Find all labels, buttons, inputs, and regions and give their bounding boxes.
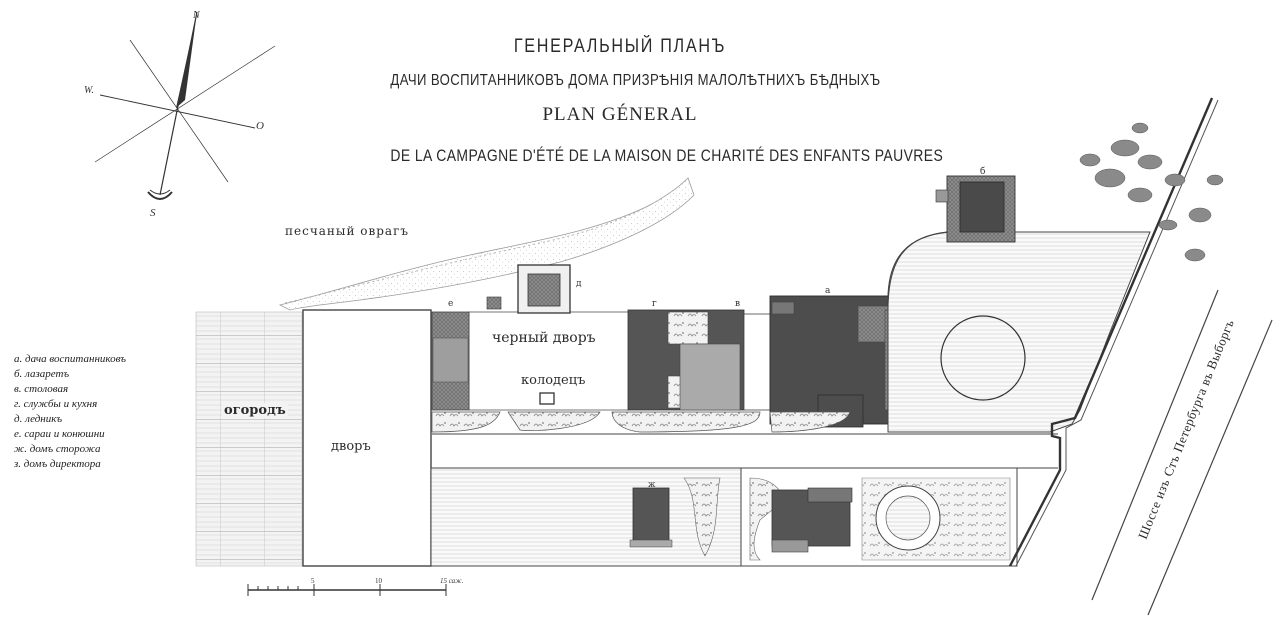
well-icon bbox=[539, 392, 555, 405]
building-label-zh: ж bbox=[648, 480, 656, 489]
title-line-2: ДАЧИ ВОСПИТАННИКОВЪ ДОМА ПРИЗРѢНІЯ МАЛОЛ… bbox=[390, 72, 881, 89]
legend-item: з. домъ директора bbox=[14, 458, 101, 470]
building-label-a: а bbox=[825, 286, 831, 296]
highway-edge-left bbox=[1091, 289, 1219, 601]
highway-label: Шоссе изъ Стъ Петербурга въ Выборгъ bbox=[1135, 317, 1237, 541]
scale-tick-10: 10 bbox=[375, 577, 383, 585]
label-sandy-ravine: песчаный оврагъ bbox=[285, 224, 410, 238]
tree-cluster bbox=[1079, 122, 1224, 262]
label-back-yard: черный дворъ bbox=[492, 330, 596, 346]
building-v-dining bbox=[743, 313, 771, 411]
building-label-g: г bbox=[652, 299, 657, 309]
compass-west-label: W. bbox=[84, 85, 94, 96]
scale-tick-5: 5 bbox=[311, 577, 315, 585]
building-label-d: д bbox=[576, 279, 582, 289]
legend-item: д. ледникъ bbox=[14, 413, 63, 425]
sandy-ravine bbox=[278, 177, 695, 311]
title-line-1: ГЕНЕРАЛЬНЫЙ ПЛАНЪ bbox=[513, 36, 727, 57]
highway-edge-right bbox=[1147, 319, 1273, 616]
scale-tick-15: 15 саж. bbox=[440, 577, 464, 585]
east-boundary-wall bbox=[1008, 97, 1214, 567]
label-kitchen-garden: огородъ bbox=[222, 403, 288, 418]
label-well: колодецъ bbox=[521, 373, 586, 388]
compass-north-label: N bbox=[192, 10, 201, 21]
compass-south-label: S bbox=[150, 207, 156, 219]
title-line-3: PLAN GÉNERAL bbox=[542, 104, 698, 125]
legend-item: ж. домъ сторожа bbox=[14, 443, 101, 455]
building-label-e: е bbox=[448, 299, 453, 309]
legend-item: в. столовая bbox=[14, 383, 69, 395]
title-line-4: DE LA CAMPAGNE D'ÉTÉ DE LA MAISON DE CHA… bbox=[390, 146, 944, 165]
legend-item: б. лазаретъ bbox=[14, 368, 70, 380]
back-yard bbox=[468, 311, 630, 411]
label-yard: дворъ bbox=[331, 439, 371, 454]
round-lawn bbox=[940, 315, 1026, 401]
building-label-b: б bbox=[980, 166, 985, 177]
scale-bar bbox=[247, 584, 447, 596]
legend-item: г. службы и кухня bbox=[14, 398, 98, 410]
kitchen-garden bbox=[195, 311, 303, 567]
legend: а. дача воспитанниковъ б. лазаретъ в. ст… bbox=[14, 352, 126, 472]
legend-item: а. дача воспитанниковъ bbox=[14, 353, 126, 365]
flower-beds-upper bbox=[431, 411, 851, 433]
building-label-v: в bbox=[735, 299, 740, 309]
building-zh-watchman bbox=[632, 487, 670, 543]
compass-east-label: O bbox=[256, 120, 264, 132]
yard bbox=[302, 309, 432, 567]
compass-rose bbox=[94, 11, 276, 200]
legend-item: е. сараи и конюшни bbox=[14, 428, 105, 440]
